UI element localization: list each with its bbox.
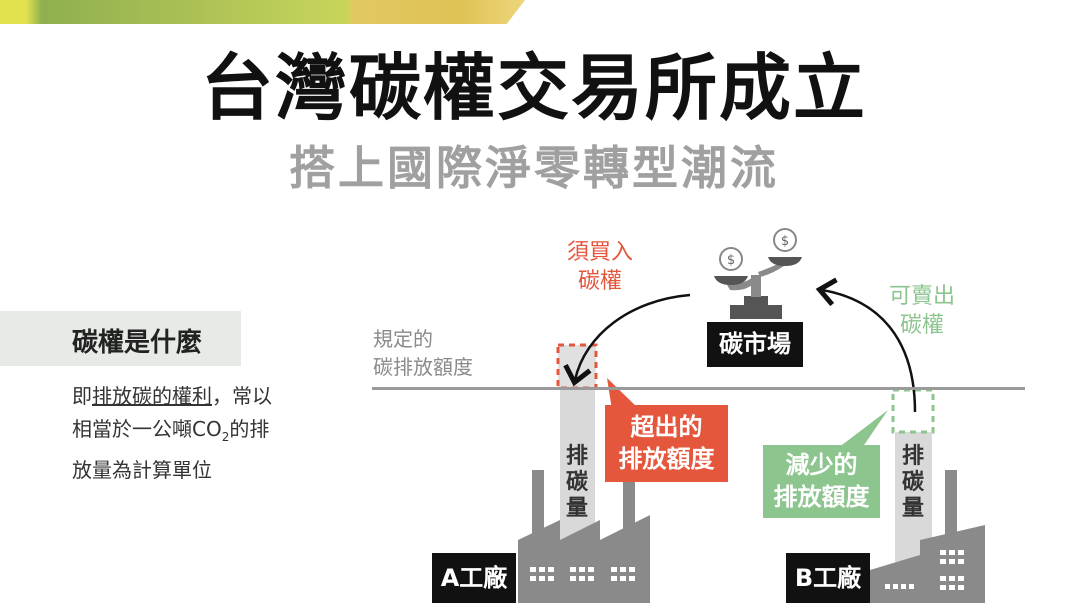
definition-heading-box: 碳權是什麼 bbox=[0, 311, 241, 366]
factory-a-label: A工廠 bbox=[432, 553, 516, 603]
reduced-emission-callout: 減少的 排放額度 bbox=[763, 445, 880, 518]
underlined-term: 排放碳的權利 bbox=[92, 384, 212, 408]
excess-emission-callout: 超出的 排放額度 bbox=[605, 405, 728, 482]
factory-b-building bbox=[870, 525, 985, 603]
page-title: 台灣碳權交易所成立 bbox=[200, 46, 867, 130]
red-callout-tail bbox=[607, 378, 640, 410]
factory-a-chimney bbox=[623, 470, 635, 540]
text-part: 的排 bbox=[229, 417, 270, 441]
char: 排 bbox=[565, 444, 588, 469]
carbon-market-label: 碳市場 bbox=[707, 322, 803, 367]
factory-a-excess-box bbox=[556, 343, 598, 390]
factory-b-chimney bbox=[945, 470, 957, 540]
factory-b-emission-label: 排 碳 量 bbox=[900, 444, 926, 522]
quota-line bbox=[372, 387, 1025, 390]
callout-line: 超出的 bbox=[630, 413, 703, 441]
quota-label-line: 碳排放額度 bbox=[373, 355, 473, 379]
factory-a-chimney bbox=[532, 470, 544, 540]
definition-heading: 碳權是什麼 bbox=[72, 328, 203, 358]
text-part: ，常以 bbox=[212, 384, 272, 408]
text-part: 相當於一公噸CO bbox=[72, 417, 222, 441]
char: 碳 bbox=[901, 470, 924, 495]
sell-line: 碳權 bbox=[899, 313, 944, 338]
factory-a-emission-label: 排 碳 量 bbox=[564, 444, 590, 522]
buy-credits-label: 須買入 碳權 bbox=[560, 238, 640, 296]
green-callout-tail bbox=[838, 410, 888, 448]
definition-text: 即排放碳的權利，常以 相當於一公噸CO2的排 放量為計算單位 bbox=[72, 380, 332, 487]
scale-icon: $ $ bbox=[714, 228, 802, 319]
text-line: 放量為計算單位 bbox=[72, 458, 212, 482]
char: 量 bbox=[565, 496, 588, 521]
page-subtitle: 搭上國際淨零轉型潮流 bbox=[289, 141, 779, 195]
char: 排 bbox=[901, 444, 924, 469]
callout-line: 減少的 bbox=[785, 451, 858, 479]
text-part: 即 bbox=[72, 384, 92, 408]
sell-credits-label: 可賣出 碳權 bbox=[882, 282, 962, 340]
factory-b-label: B工廠 bbox=[786, 553, 870, 603]
buy-line: 碳權 bbox=[577, 269, 622, 294]
factory-a-emission-bar bbox=[560, 388, 595, 548]
char: 碳 bbox=[565, 470, 588, 495]
factory-a-windows bbox=[530, 567, 635, 581]
subscript: 2 bbox=[221, 430, 230, 444]
coin-icon: $ bbox=[781, 234, 789, 249]
callout-line: 排放額度 bbox=[773, 483, 870, 511]
factory-b-windows bbox=[885, 550, 964, 590]
sell-line: 可賣出 bbox=[888, 284, 955, 309]
char: 量 bbox=[901, 496, 924, 521]
buy-line: 須買入 bbox=[566, 240, 633, 265]
factory-b-reduced-box bbox=[891, 388, 935, 434]
quota-label-line: 規定的 bbox=[373, 327, 433, 351]
quota-label: 規定的 碳排放額度 bbox=[373, 325, 473, 381]
top-color-band bbox=[0, 0, 525, 24]
callout-line: 排放額度 bbox=[618, 445, 715, 473]
coin-icon: $ bbox=[727, 253, 735, 268]
buy-arrow bbox=[563, 293, 691, 387]
